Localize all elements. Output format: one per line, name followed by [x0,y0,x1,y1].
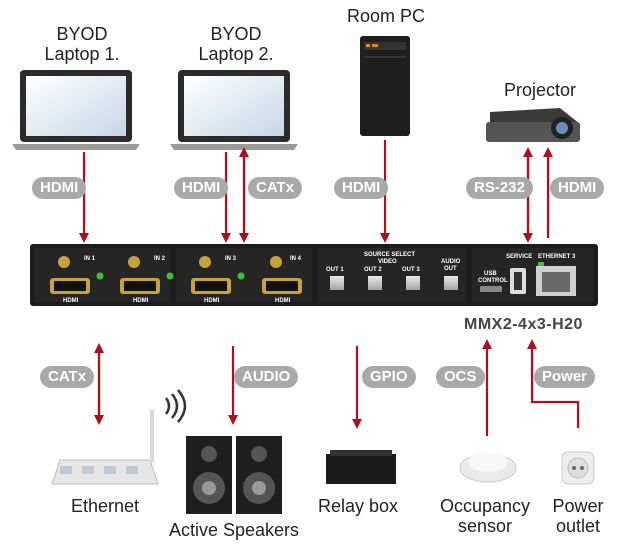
in3-label: IN 3 [225,256,237,262]
input-1 [50,256,104,294]
outlet-line1: Power [552,496,604,516]
tag-power: Power [534,366,596,388]
source-select-label: SOURCE SELECT [364,252,415,258]
out2-label: OUT 2 [364,267,382,273]
laptop-1-line2: Laptop 1. [44,44,120,64]
tag-ocs: OCS [436,366,485,388]
laptop-2-line1: BYOD [210,24,262,44]
sensor-line2: sensor [457,516,513,536]
projector-icon [486,108,580,142]
outlet-label: Power outlet [540,496,616,536]
power-outlet-icon [561,451,595,485]
input-2 [120,256,174,294]
speakers-label: Active Speakers [168,520,300,540]
laptop-1-line1: BYOD [56,24,108,44]
video-label: VIDEO [378,259,397,265]
audio-out-label: OUT [444,266,457,272]
laptop-2-label: BYOD Laptop 2. [186,24,286,64]
room-pc-icon [360,36,410,136]
input-4 [262,256,302,294]
device-labels: IN 1 IN 2 IN 3 IN 4 HDMI HDMI HDMI HDMI … [63,252,576,304]
control-ports [480,262,576,296]
laptop-2-icon [170,70,298,150]
tag-laptop1-hdmi: HDMI [32,177,87,199]
ethernet-port-label: ETHERNET 3 [538,254,576,260]
tag-audio: AUDIO [234,366,299,388]
in1-label: IN 1 [84,256,96,262]
sensor-line1: Occupancy [439,496,531,516]
sensor-label: Occupancy sensor [430,496,540,536]
hdmi1-label: HDMI [63,298,79,304]
tag-ethernet-catx: CATx [40,366,95,388]
laptop-1-label: BYOD Laptop 1. [32,24,132,64]
out1-label: OUT 1 [326,267,344,273]
matrix-switcher-device [30,244,598,306]
tag-rs232: RS-232 [466,177,533,199]
ethernet-label: Ethernet [70,496,140,516]
input-3 [191,256,245,294]
hdmi2-label: HDMI [133,298,149,304]
connection-arrows [79,140,580,436]
in2-label: IN 2 [154,256,166,262]
audio-label: AUDIO [441,259,461,265]
speakers-icon [186,436,282,514]
projector-label: Projector [503,80,577,100]
tag-laptop2-catx: CATx [248,177,303,199]
tag-gpio: GPIO [362,366,416,388]
hdmi4-label: HDMI [275,298,291,304]
out3-label: OUT 3 [402,267,420,273]
control-label: CONTROL [478,278,508,284]
laptop-2-line2: Laptop 2. [198,44,274,64]
device-model: MMX2-4x3-H20 [464,316,583,333]
occupancy-sensor-icon [459,452,517,483]
tag-laptop2-hdmi: HDMI [174,177,229,199]
hdmi3-label: HDMI [204,298,220,304]
usb-label: USB [484,271,497,277]
tag-pc-hdmi: HDMI [334,177,389,199]
relay-box-icon [326,450,396,484]
tag-projector-hdmi: HDMI [550,177,605,199]
outlet-line2: outlet [555,516,601,536]
source-select-buttons [330,276,458,290]
relay-label: Relay box [317,496,399,516]
in4-label: IN 4 [290,256,302,262]
laptop-1-icon [12,70,140,150]
input-ports [50,256,302,294]
ethernet-switch-icon [51,389,187,485]
service-label: SERVICE [506,254,532,260]
room-pc-label: Room PC [346,6,426,26]
